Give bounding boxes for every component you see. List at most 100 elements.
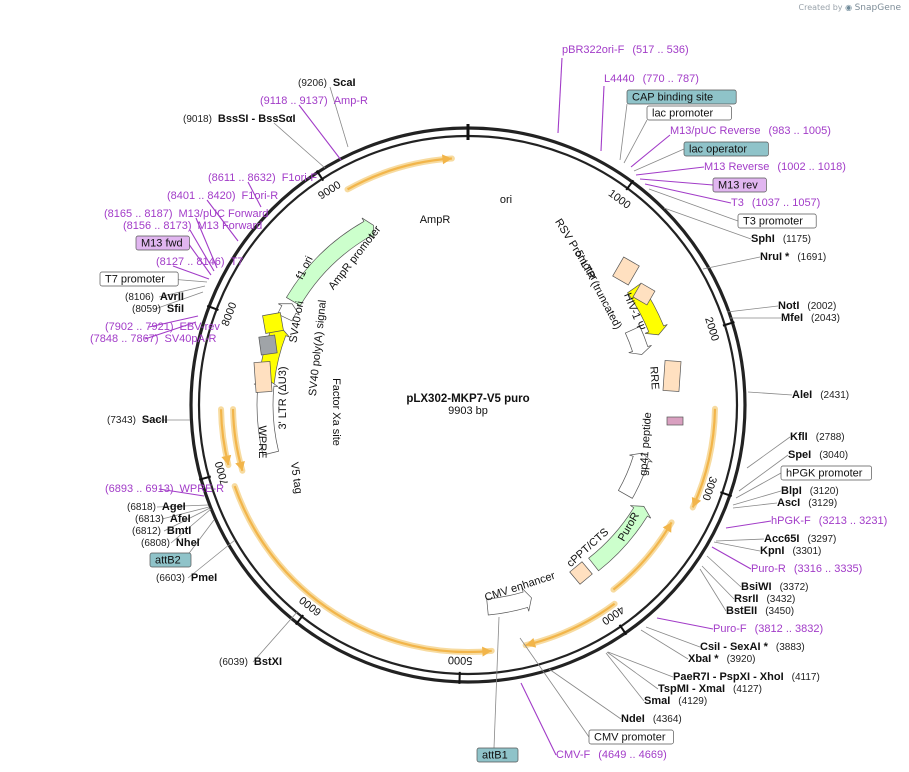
primer-name: M13 Forward bbox=[198, 220, 263, 232]
site-name: PmeI bbox=[191, 572, 217, 584]
label-kfli: KflI(2788) bbox=[790, 431, 845, 443]
site-pos: (4127) bbox=[733, 684, 762, 695]
tick-mark bbox=[294, 614, 304, 626]
site-name: RsrII bbox=[734, 593, 758, 605]
leader-line bbox=[606, 651, 659, 690]
site-pos: (6603) bbox=[156, 573, 185, 584]
site-text: BsiWI(3372) bbox=[741, 581, 808, 593]
label-acc65i: Acc65I(3297) bbox=[764, 533, 836, 545]
tick-label: 9000 bbox=[316, 179, 343, 202]
label-box bbox=[135, 235, 190, 251]
label-noti: NotI(2002) bbox=[778, 300, 836, 312]
annotation-labels: (9206)ScaI (9118 .. 9137)Amp-R (9018)BssSI… bbox=[90, 44, 887, 763]
feature-box bbox=[569, 561, 593, 585]
label-m13-forward: (8156 .. 8173)M13 Forward bbox=[123, 220, 262, 232]
label-f1ori-r: (8401 .. 8420)F1ori-R bbox=[167, 190, 278, 202]
leader-line bbox=[635, 166, 705, 176]
label-sacii: (7343)SacII bbox=[107, 414, 168, 426]
primer-name: WPRE-R bbox=[180, 483, 225, 495]
primer-text: (8401 .. 8420)F1ori-R bbox=[167, 190, 278, 202]
primer-pos: (6893 .. 6913) bbox=[105, 483, 174, 495]
primer-pos: (7902 .. 7921) bbox=[105, 321, 174, 333]
primer-pos: (8401 .. 8420) bbox=[167, 190, 236, 202]
label-cap-binding-site: CAP binding site bbox=[626, 89, 737, 105]
label-box bbox=[646, 105, 732, 121]
label-cmv-promoter: CMV promoter bbox=[588, 729, 674, 745]
primer-name: Puro-R bbox=[751, 563, 786, 575]
primer-name: T3 bbox=[731, 197, 744, 209]
leader-line bbox=[329, 86, 349, 148]
label-asci: AscI(3129) bbox=[777, 497, 837, 509]
site-text: AleI (2431) bbox=[792, 389, 849, 401]
site-name: AfeI bbox=[170, 513, 191, 525]
label-box bbox=[712, 177, 767, 193]
leader-line bbox=[735, 472, 782, 499]
site-pos: (6812) bbox=[132, 526, 161, 537]
site-pos: (6808) bbox=[141, 538, 170, 549]
leader-line bbox=[170, 508, 212, 544]
site-name: SmaI bbox=[644, 695, 670, 707]
label-lac-operator: lac operator bbox=[683, 141, 769, 157]
feature-arrow bbox=[253, 378, 279, 456]
primer-pos: (1002 .. 1018) bbox=[777, 161, 846, 173]
label-t3: T3(1037 .. 1057) bbox=[731, 197, 820, 209]
site-text: (9206)ScaI bbox=[298, 77, 356, 89]
primer-name: M13/pUC Forward bbox=[179, 208, 269, 220]
snapgene-credit: Created by ◉ SnapGene bbox=[799, 3, 902, 13]
primer-name: L4440 bbox=[604, 73, 635, 85]
leader-line bbox=[701, 565, 735, 600]
primer-text: M13 Reverse(1002 .. 1018) bbox=[704, 161, 846, 173]
leader-line bbox=[648, 188, 739, 222]
leader-line bbox=[187, 539, 236, 579]
label-tspmi-xmai: TspMI - XmaI(4127) bbox=[658, 683, 762, 695]
leader-line bbox=[600, 85, 605, 152]
site-text: RsrII(3432) bbox=[734, 593, 795, 605]
label-afei: (6813)AfeI bbox=[135, 513, 191, 525]
leader-line bbox=[607, 651, 674, 678]
site-text: (6813)AfeI bbox=[135, 513, 191, 525]
primer-pos: (9118 .. 9137) bbox=[260, 95, 328, 107]
feature-arrow bbox=[277, 303, 300, 322]
primer-pos: (4649 .. 4669) bbox=[598, 749, 667, 761]
site-name: KpnI bbox=[760, 545, 784, 557]
site-pos: (2431) bbox=[820, 390, 849, 401]
primer-text: (9118 .. 9137)Amp-R bbox=[260, 95, 368, 107]
site-name: BstXI bbox=[254, 656, 282, 668]
site-name: NdeI bbox=[621, 713, 645, 725]
leader-line bbox=[273, 122, 326, 169]
site-text: (6818)AgeI bbox=[127, 501, 186, 513]
tick-mark bbox=[722, 321, 735, 327]
site-pos: (8106) bbox=[125, 292, 154, 303]
leader-line bbox=[187, 242, 212, 276]
feature-label: gp41 peptide bbox=[638, 412, 654, 476]
site-pos: (6039) bbox=[219, 657, 248, 668]
leader-line bbox=[645, 626, 701, 648]
site-pos: (3883) bbox=[776, 642, 805, 653]
site-pos: (3120) bbox=[810, 486, 839, 497]
feature-label: ori bbox=[500, 194, 512, 206]
primer-name: T7 bbox=[231, 256, 244, 268]
label-t3-promoter: T3 promoter bbox=[737, 213, 817, 229]
feature-label: 5' LTR (truncated) bbox=[572, 249, 624, 332]
primer-text: CMV-F(4649 .. 4669) bbox=[556, 749, 667, 761]
label-bstxi: (6039) BstXI bbox=[219, 656, 282, 668]
label-m13-reverse: M13 Reverse(1002 .. 1018) bbox=[704, 161, 846, 173]
leader-line bbox=[715, 538, 765, 542]
leader-line bbox=[640, 629, 689, 660]
site-name: NotI bbox=[778, 300, 799, 312]
label-wpre-r: (6893 .. 6913) WPRE-R bbox=[105, 483, 224, 495]
orf-arrowhead bbox=[662, 522, 672, 533]
label-box bbox=[149, 552, 192, 568]
site-name: NheI bbox=[176, 537, 200, 549]
leader-line bbox=[699, 568, 727, 612]
primer-name: EBV-rev bbox=[180, 321, 221, 333]
leader-line bbox=[161, 506, 210, 520]
site-pos: (4364) bbox=[653, 714, 682, 725]
feature-box bbox=[258, 334, 278, 356]
feature-arcs bbox=[253, 217, 684, 616]
primer-text: pBR322ori-F(517 .. 536) bbox=[562, 44, 689, 56]
site-name: AleI bbox=[792, 389, 812, 401]
site-text: (9018)BssSI - BssSαI bbox=[183, 113, 296, 125]
site-text: KflI(2788) bbox=[790, 431, 845, 443]
